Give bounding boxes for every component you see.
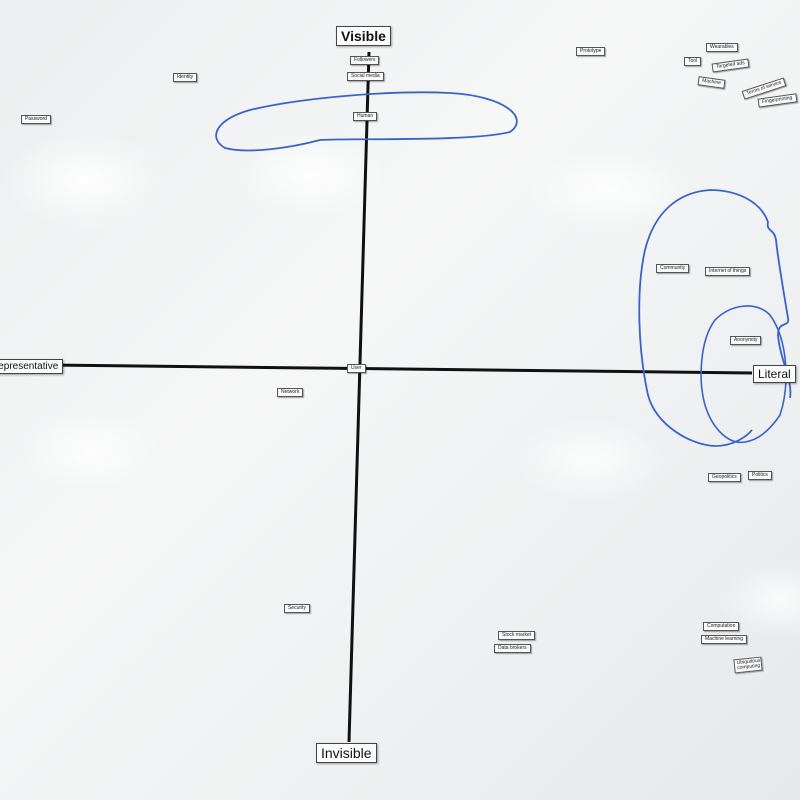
magnet-politics: Politics [748, 471, 772, 480]
magnet-stock-market: Stock market [498, 631, 536, 640]
blue-loop-top [215, 91, 518, 152]
magnet-prototype: Prototype [576, 47, 606, 56]
magnet-geopolitics: Geopolitics [708, 473, 741, 482]
magnet-user: User [347, 364, 366, 373]
horizontal-axis-line [47, 363, 753, 375]
blue-loop-right-outer [638, 189, 792, 447]
axis-label-literal: Literal [753, 365, 796, 383]
magnet-internet-of-things: Internet of things [705, 267, 751, 276]
axis-label-invisible: Invisible [316, 743, 377, 763]
magnet-tool: Tool [684, 57, 702, 66]
magnet-security: Security [284, 604, 311, 613]
magnet-social-media: Social media [347, 72, 384, 81]
magnet-network: Network [277, 388, 304, 397]
magnet-machine-learning: Machine learning [701, 635, 748, 644]
magnet-data-brokers: Data brokers [494, 644, 531, 653]
axis-label-visible: Visible [336, 26, 391, 46]
magnet-community: Community [656, 264, 690, 273]
vertical-axis-line [347, 51, 371, 743]
magnet-computation: Computation [703, 622, 740, 631]
blue-loop-right-inner [700, 305, 787, 444]
magnet-anonymity: Anonymity [730, 336, 762, 345]
axis-label-representative: Representative [0, 359, 64, 374]
magnet-wearables: Wearables [706, 43, 738, 52]
magnet-identity: Identity [173, 73, 198, 82]
magnet-password: Password [21, 115, 51, 124]
magnet-human: Human [353, 112, 378, 121]
magnet-ubiquitous-computing: Ubiquitous computing [733, 656, 763, 674]
magnet-followers: Followers [350, 56, 380, 65]
